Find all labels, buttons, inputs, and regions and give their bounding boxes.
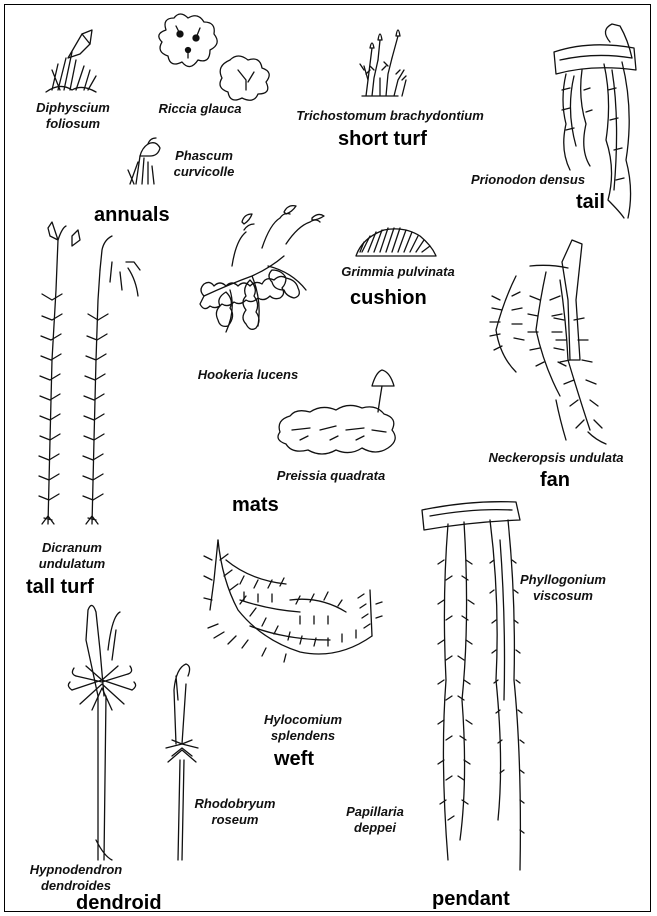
hylocomium-drawing	[204, 540, 382, 662]
species-label-riccia: Riccia glauca	[150, 101, 250, 117]
category-label-tall-turf: tall turf	[26, 576, 94, 598]
category-label-annuals: annuals	[94, 204, 170, 226]
diphyscium-drawing	[46, 30, 96, 92]
pendant-drawing	[422, 502, 524, 870]
category-label-short-turf: short turf	[338, 128, 427, 150]
hypnodendron-drawing	[68, 605, 135, 860]
category-label-tail: tail	[576, 191, 605, 213]
neckeropsis-drawing	[490, 240, 606, 444]
riccia-drawing	[159, 14, 269, 100]
dicranum-drawing	[39, 222, 140, 524]
phascum-drawing	[128, 138, 160, 184]
rhodobryum-drawing	[166, 664, 198, 860]
category-label-pendant: pendant	[432, 888, 510, 910]
species-label-trichostomum: Trichostomum brachydontium	[280, 108, 500, 124]
species-label-hookeria: Hookeria lucens	[186, 367, 310, 383]
hookeria-drawing	[200, 206, 324, 332]
category-label-dendroid: dendroid	[76, 892, 162, 914]
category-label-cushion: cushion	[350, 287, 427, 309]
species-label-neckeropsis: Neckeropsis undulata	[476, 450, 636, 466]
species-label-grimmia: Grimmia pulvinata	[330, 264, 466, 280]
species-label-prionodon: Prionodon densus	[460, 172, 596, 188]
grimmia-drawing	[356, 228, 436, 256]
category-label-weft: weft	[274, 748, 314, 770]
category-label-mats: mats	[232, 494, 279, 516]
species-label-preissia: Preissia quadrata	[266, 468, 396, 484]
prionodon-drawing	[554, 24, 636, 218]
category-label-fan: fan	[540, 469, 570, 491]
trichostomum-drawing	[360, 30, 406, 96]
